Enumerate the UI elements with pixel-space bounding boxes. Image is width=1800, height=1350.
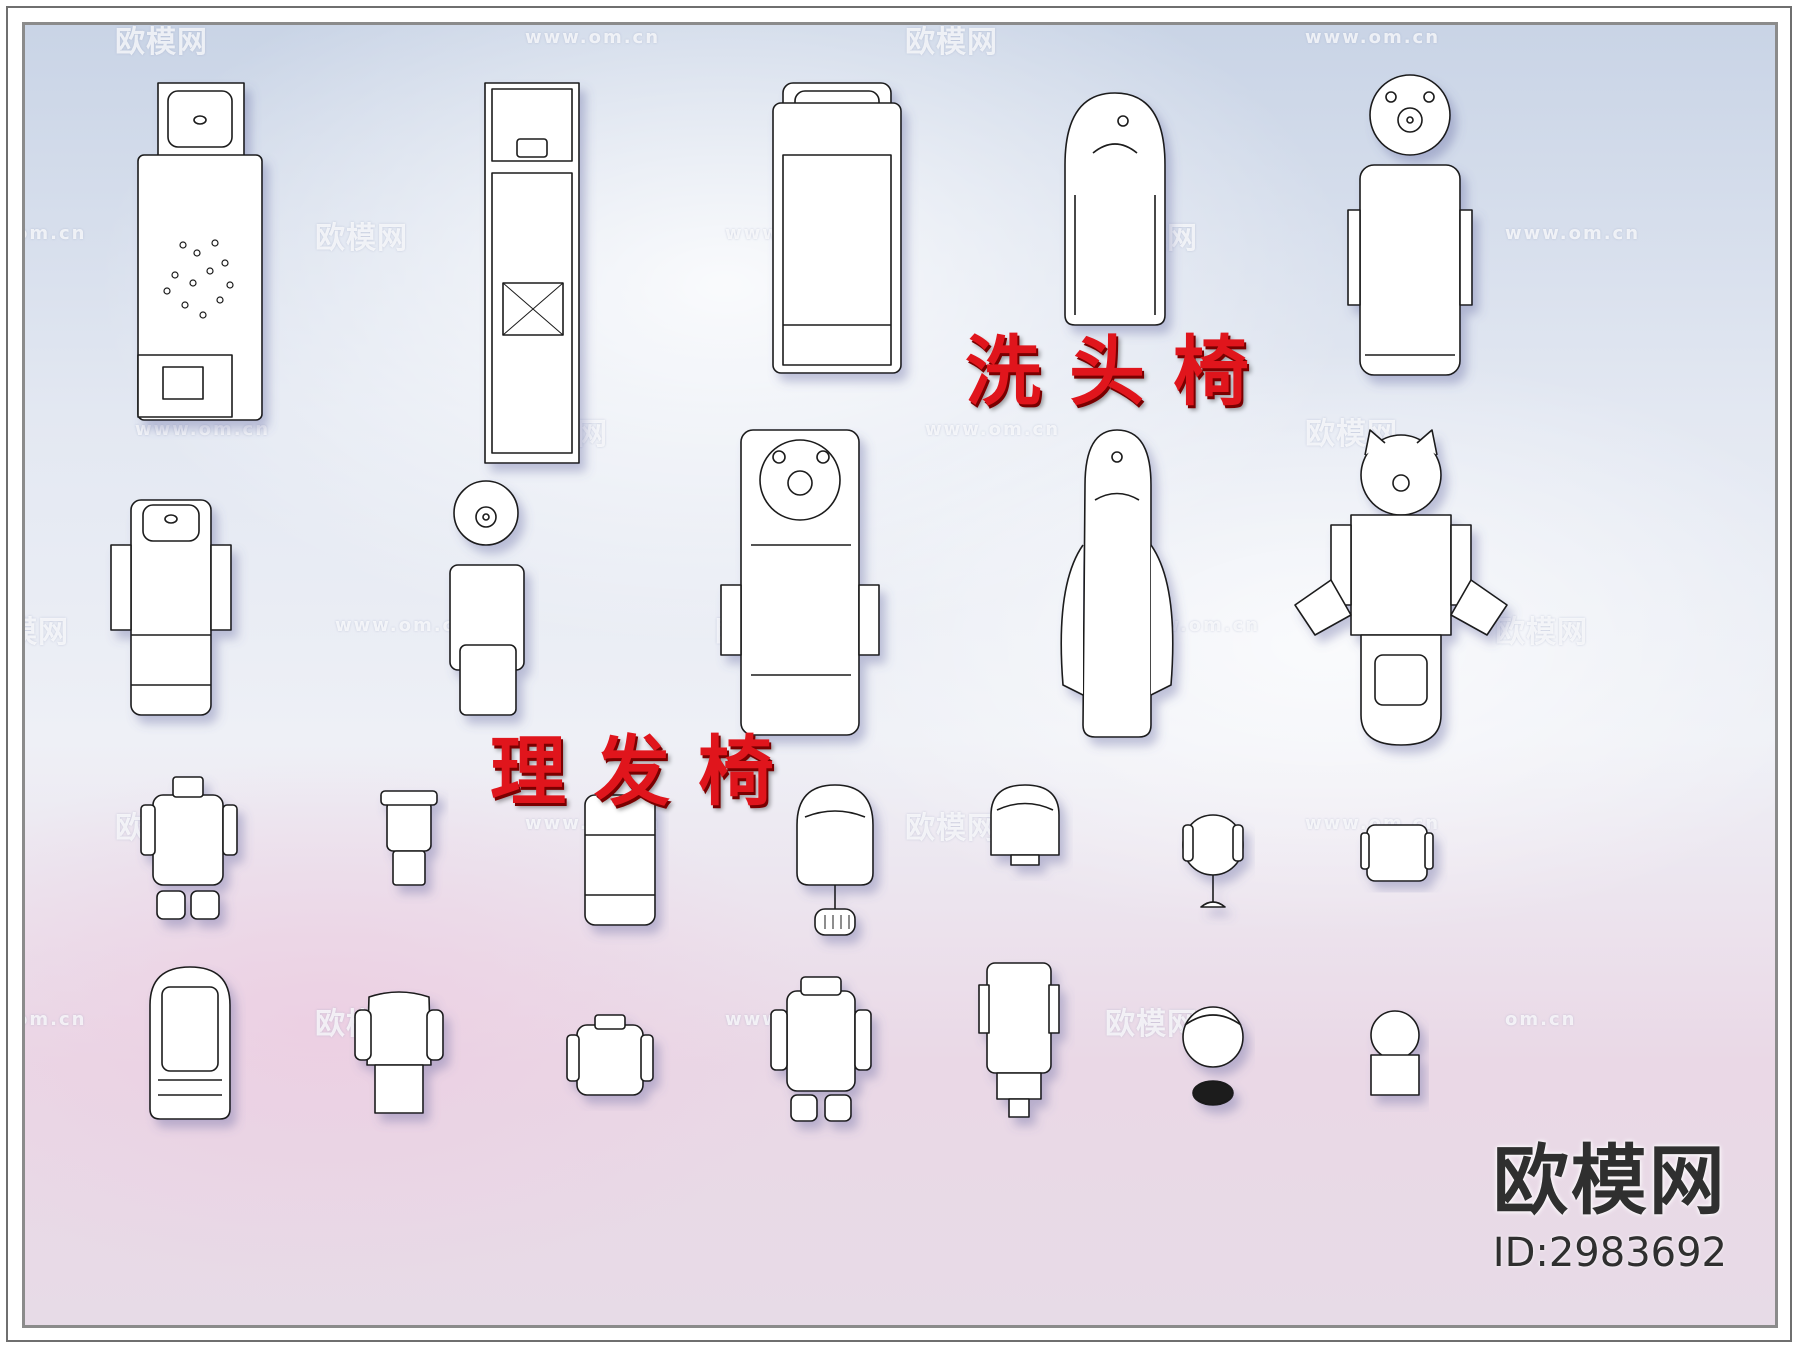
brand-name: 欧模网 [1492,1136,1727,1225]
brand-id: ID:2983692 [1492,1230,1727,1276]
barber-chair-8 [1360,824,1434,882]
shampoo-chair-3 [449,480,525,716]
shampoo-chair-6 [1294,429,1508,746]
shampoo-chairs-label: 洗头椅 [965,327,1277,416]
shampoo-chair-5 [1060,429,1174,738]
barber-chair-11 [566,1014,654,1096]
barber-chair-13 [978,962,1060,1118]
drawing-canvas: 欧模网 www.om.cn 欧模网 www.om.cn om.cn 欧模网 ww… [22,22,1778,1328]
shampoo-bed-3 [772,82,902,374]
barber-chair-6 [990,784,1060,866]
shampoo-chair-1 [1064,92,1166,326]
barber-chair-5 [796,784,874,936]
brand-block: 欧模网 ID:2983692 [1492,1136,1727,1276]
barber-chair-1 [110,499,232,716]
barber-chair-4 [584,794,656,926]
shampoo-bed-2 [484,82,580,464]
barber-chair-15 [1370,1010,1420,1096]
barber-chair-3 [380,790,438,886]
barber-chair-14 [1182,1006,1244,1106]
barber-chair-9 [149,966,231,1120]
barber-chair-10 [354,991,444,1114]
outer-frame [6,6,1792,1342]
chair-drawings [110,74,1508,1122]
barber-chair-2 [140,776,238,920]
barber-chairs-label: 理发椅 [490,727,802,816]
shampoo-chair-4 [720,429,880,736]
barber-chair-12 [770,976,872,1122]
shampoo-bed-1 [137,82,263,421]
barber-chair-7 [1182,814,1244,908]
shampoo-chair-2 [1347,74,1473,376]
